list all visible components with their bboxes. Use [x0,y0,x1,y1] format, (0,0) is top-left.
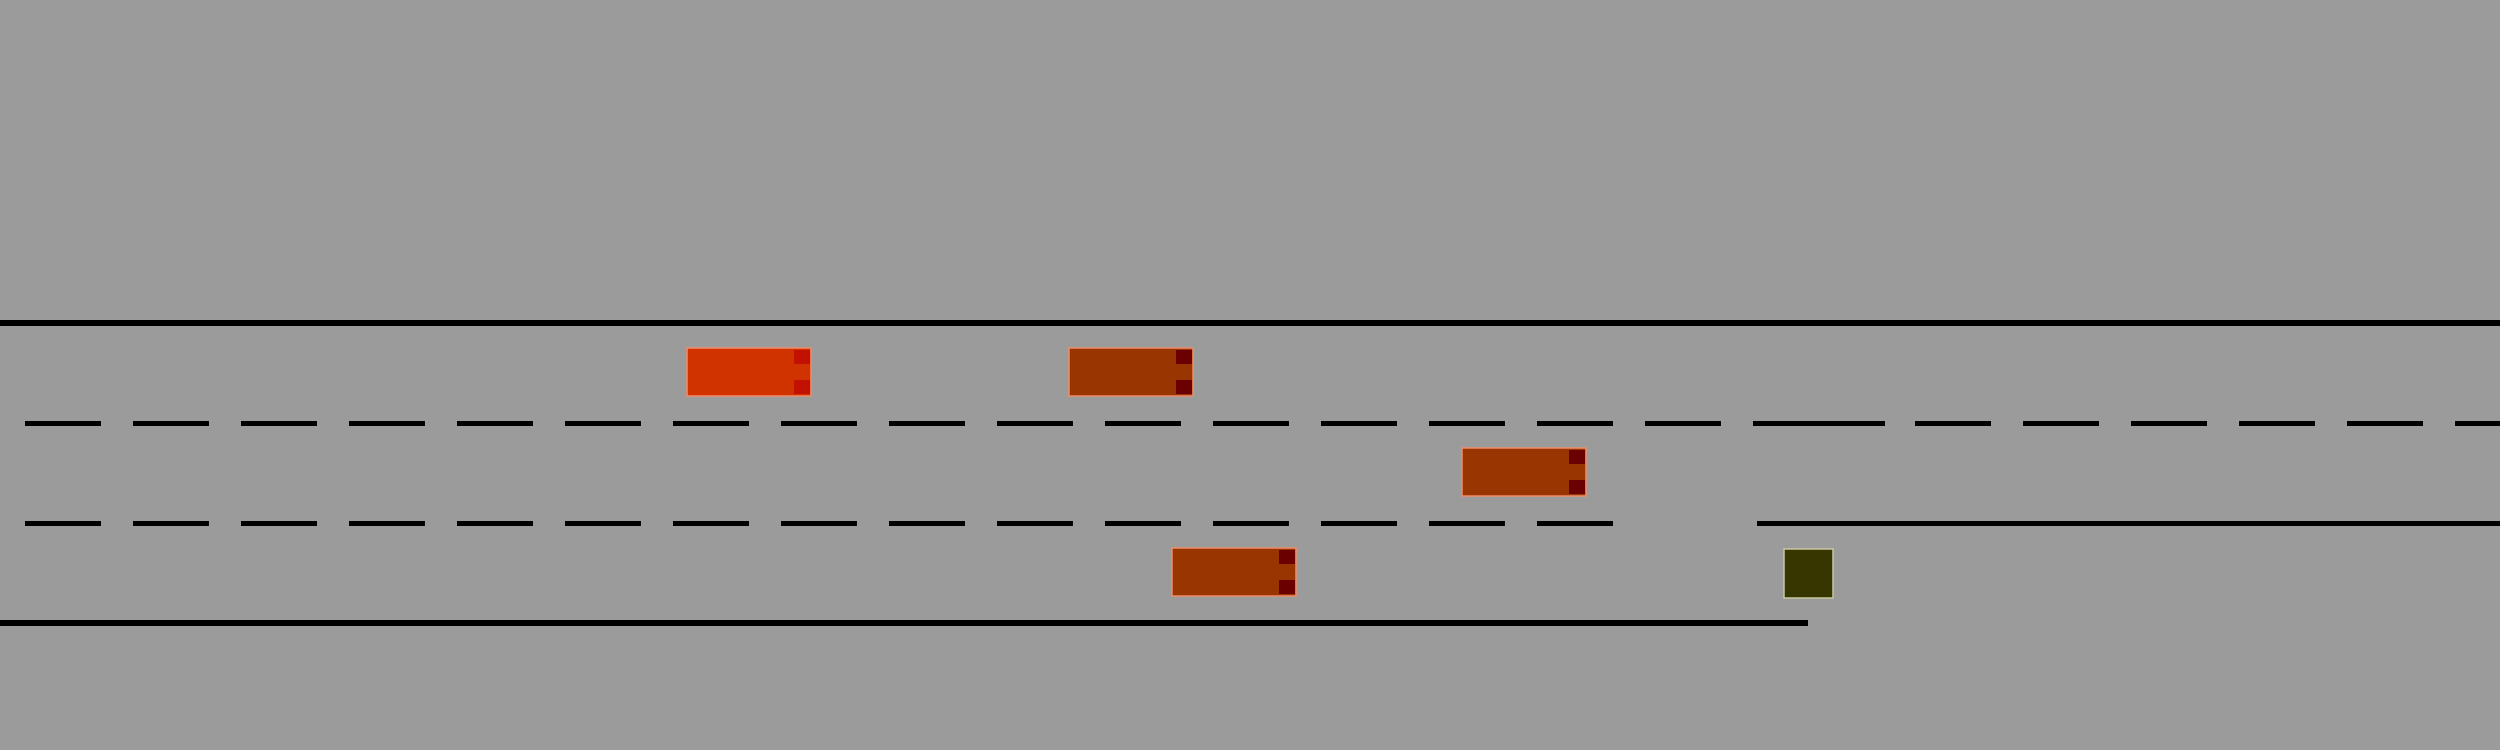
lane-divider-dash [2239,421,2315,426]
lane-divider-dash [1105,521,1181,526]
lane-divider-dash [457,521,533,526]
lane-divider-dash [1753,421,1760,426]
headlight-icon [1569,480,1585,494]
lane-divider-dash [2023,421,2099,426]
lane-divider-dash [133,421,209,426]
lane-divider-dash [1213,421,1289,426]
lane-divider-dash [1321,421,1397,426]
traffic-car [1171,547,1297,597]
lane-divider-dash [2455,421,2500,426]
lane-divider-dash [1645,421,1721,426]
obstacle-icon [1783,548,1834,599]
road-edge-bottom [0,620,1808,626]
traffic-car [1461,447,1587,497]
lane-divider-dash [25,421,101,426]
lane-divider-dash [889,521,965,526]
lane-divider-dash [1915,421,1991,426]
headlight-icon [794,380,810,394]
obstacles [1783,548,1834,599]
headlight-icon [1279,550,1295,564]
headlight-icon [1176,350,1192,364]
lane-divider-dash [565,521,641,526]
lane-divider-dash [2131,421,2207,426]
car-icon [1461,447,1587,497]
lane-divider-dash [1213,521,1289,526]
lane-divider-dash [2347,421,2423,426]
lane-divider-dash [781,521,857,526]
lane-divider-dash [1537,521,1613,526]
lane-divider-dash [241,521,317,526]
traffic-car [1068,347,1194,397]
headlight-icon [1569,450,1585,464]
headlight-icon [1279,580,1295,594]
road-markings [0,320,2500,626]
car-icon [686,347,812,397]
lane-divider-dash [241,421,317,426]
lane-divider-dash [673,521,749,526]
lane-divider-dash [133,521,209,526]
vehicles [686,347,1587,597]
lane-divider-dash [25,521,101,526]
lane-divider-dash [1429,421,1505,426]
lane-divider-dash [673,421,749,426]
car-icon [1068,347,1194,397]
lane-divider-dash [457,421,533,426]
lane-divider-solid [1757,521,2500,526]
lane-divider-dash [997,421,1073,426]
road-edge-top [0,320,2500,326]
lane-divider-dash [1537,421,1613,426]
headlight-icon [1176,380,1192,394]
lane-divider-dash [889,421,965,426]
car-icon [1171,547,1297,597]
lane-divider-dash [1105,421,1181,426]
headlight-icon [794,350,810,364]
lane-divider-dash [1757,421,1885,426]
lane-divider-dash [781,421,857,426]
ego-car [686,347,812,397]
lane-divider-dash [1429,521,1505,526]
lane-divider-dash [349,421,425,426]
lane-divider-dash [997,521,1073,526]
lane-divider-dash [1321,521,1397,526]
lane-divider-dash [565,421,641,426]
lane-divider-dash [349,521,425,526]
